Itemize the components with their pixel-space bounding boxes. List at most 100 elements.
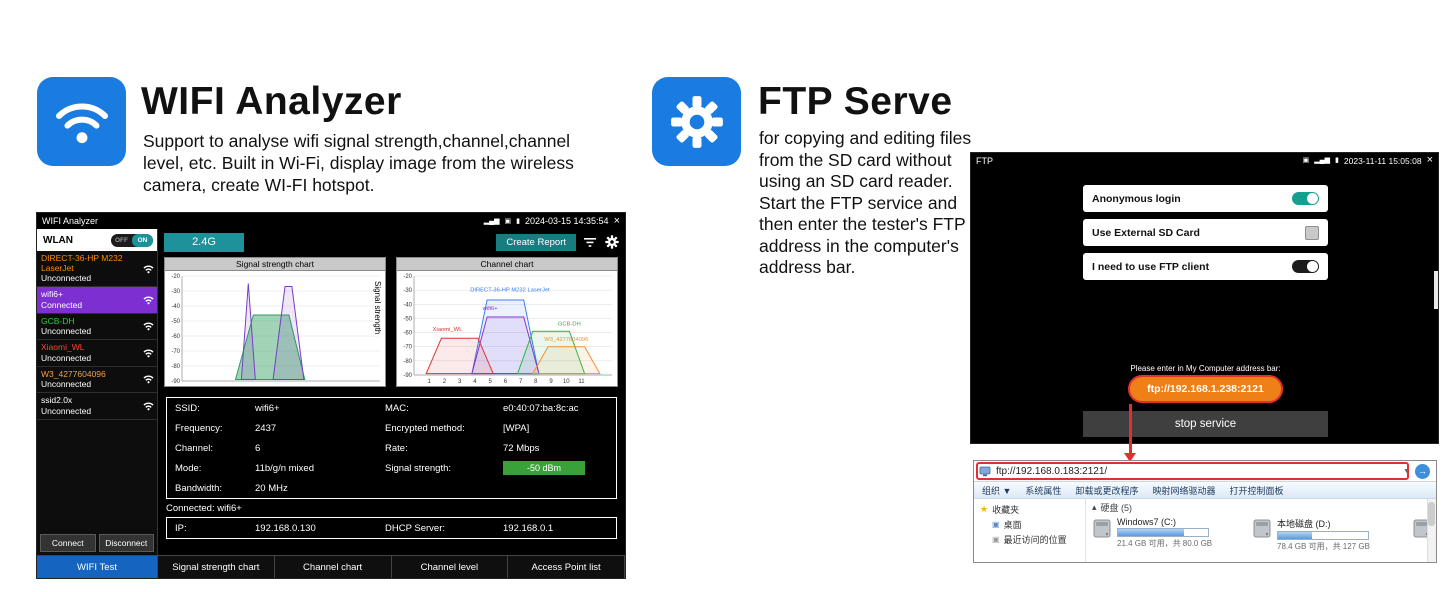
info-value: 2437 xyxy=(255,422,277,434)
wifi-bottom-tabs: WIFI Test Signal strength chart Channel … xyxy=(37,555,625,578)
tab-wifi-test[interactable]: WIFI Test xyxy=(37,556,158,578)
info-value: 20 MHz xyxy=(255,482,288,494)
hard-drive-icon xyxy=(1093,519,1111,538)
section-label: 硬盘 (5) xyxy=(1100,503,1133,513)
desktop-icon: ▣ xyxy=(992,520,1000,529)
toolbar-item-system-properties[interactable]: 系统属性 xyxy=(1025,485,1062,496)
network-ssid: ssid2.0x xyxy=(41,395,73,405)
svg-text:-50: -50 xyxy=(403,316,412,322)
svg-text:-70: -70 xyxy=(171,349,180,355)
svg-text:4: 4 xyxy=(473,379,477,385)
wifi-network-item[interactable]: ssid2.0x Unconnected xyxy=(37,393,157,420)
wifi-feature-description: Support to analyse wifi signal strength,… xyxy=(143,131,574,195)
scrollbar[interactable] xyxy=(1434,271,1438,309)
signal-bars-icon: ▂▄▆ xyxy=(483,217,500,225)
scrollbar-thumb[interactable] xyxy=(1428,502,1435,526)
sidebar-item-recent-places[interactable]: ▣ 最近访问的位置 xyxy=(980,532,1085,547)
toolbar-item-map-drive[interactable]: 映射网络驱动器 xyxy=(1152,485,1216,496)
sidebar-label: 桌面 xyxy=(1003,520,1022,530)
network-status: Unconnected xyxy=(41,326,92,336)
svg-text:8: 8 xyxy=(534,379,538,385)
info-label: Signal strength: xyxy=(385,462,452,474)
svg-text:wifi6+: wifi6+ xyxy=(482,306,499,312)
ip-info-table: IP: 192.168.0.130 DHCP Server: 192.168.0… xyxy=(166,517,617,539)
close-icon[interactable]: × xyxy=(613,214,620,227)
network-status: Unconnected xyxy=(41,405,92,416)
ftp-address-prompt: Please enter in My Computer address bar: xyxy=(1130,364,1281,373)
info-label: Bandwidth: xyxy=(175,482,223,494)
stop-service-button[interactable]: stop service xyxy=(1083,411,1328,437)
filter-icon[interactable] xyxy=(584,237,597,248)
wifi-app-titlebar: WIFI Analyzer ▂▄▆ ▣ ▮ 2024-03-15 14:35:5… xyxy=(37,213,625,229)
collapse-arrow-icon: ▴ xyxy=(1092,502,1097,512)
ftp-feature-description: for copying and editing files from the S… xyxy=(759,128,972,277)
drive-item-c[interactable]: Windows7 (C:) 21.4 GB 可用，共 80.0 GB xyxy=(1092,517,1242,552)
toolbar-item-control-panel[interactable]: 打开控制面板 xyxy=(1229,485,1284,496)
signal-strength-axis-label: Signal strength xyxy=(373,281,382,335)
band-2-4g-tab[interactable]: 2.4G xyxy=(164,232,244,252)
network-ssid: DIRECT-36-HP M232 LaserJet xyxy=(41,253,123,273)
ftp-app-screenshot: FTP ▣ ▂▄▆ ▮ 2023-11-11 15:05:08 × Anonym… xyxy=(970,152,1439,444)
svg-text:-40: -40 xyxy=(403,302,412,308)
go-button[interactable]: → xyxy=(1415,463,1430,479)
ftp-client-toggle[interactable] xyxy=(1292,260,1319,273)
svg-text:W3_4277604096: W3_4277604096 xyxy=(544,337,588,343)
info-value: e0:40:07:ba:8c:ac xyxy=(503,402,579,414)
close-icon[interactable]: × xyxy=(1426,154,1433,166)
wifi-network-item[interactable]: DIRECT-36-HP M232 LaserJet Unconnected xyxy=(37,251,157,287)
scrollbar[interactable] xyxy=(1427,499,1436,562)
anonymous-login-toggle[interactable] xyxy=(1292,192,1319,205)
tab-signal-strength-chart[interactable]: Signal strength chart xyxy=(158,556,275,578)
tab-channel-chart[interactable]: Channel chart xyxy=(275,556,392,578)
ftp-app-title: FTP xyxy=(976,155,993,166)
connect-button[interactable]: Connect xyxy=(40,534,96,552)
tab-channel-level[interactable]: Channel level xyxy=(392,556,509,578)
chevron-down-icon[interactable]: ▼ xyxy=(1403,467,1410,475)
svg-text:3: 3 xyxy=(458,379,462,385)
sidebar-item-desktop[interactable]: ▣ 桌面 xyxy=(980,517,1085,532)
network-ssid: W3_4277604096 xyxy=(41,368,106,379)
wifi-network-item[interactable]: W3_4277604096 Unconnected xyxy=(37,367,157,393)
toolbar-item-uninstall[interactable]: 卸载或更改程序 xyxy=(1075,485,1139,496)
tab-access-point-list[interactable]: Access Point list xyxy=(508,556,625,578)
info-label: Channel: xyxy=(175,442,214,454)
wifi-app-title: WIFI Analyzer xyxy=(42,216,99,226)
svg-text:-60: -60 xyxy=(171,334,180,340)
wifi-icon xyxy=(55,103,108,143)
info-value: 192.168.0.1 xyxy=(503,522,554,534)
gear-icon xyxy=(670,95,723,148)
disconnect-button[interactable]: Disconnect xyxy=(98,534,154,552)
ftp-app-timestamp: 2023-11-11 15:05:08 xyxy=(1343,155,1422,166)
svg-text:-90: -90 xyxy=(403,373,412,379)
wifi-info-table: SSID: wifi6+ MAC: e0:40:07:ba:8c:ac Freq… xyxy=(166,397,617,499)
drive-item-d[interactable]: 本地磁盘 (D:) 78.4 GB 可用，共 127 GB xyxy=(1252,517,1402,552)
wifi-network-item[interactable]: Xiaomi_WL Unconnected xyxy=(37,340,157,367)
sidebar-item-favorites[interactable]: ★ 收藏夹 xyxy=(980,502,1085,517)
network-status: Connected xyxy=(41,299,83,310)
network-status: Unconnected xyxy=(41,379,92,389)
create-report-button[interactable]: Create Report xyxy=(496,233,576,251)
external-sd-checkbox[interactable] xyxy=(1305,225,1319,240)
info-value: wifi6+ xyxy=(255,402,280,414)
svg-text:-80: -80 xyxy=(403,359,412,365)
explorer-file-area: ▴ 硬盘 (5) Windows7 (C:) 21.4 GB 可用，共 80.0… xyxy=(1086,499,1436,562)
wifi-signal-icon xyxy=(143,322,154,331)
svg-text:-50: -50 xyxy=(171,319,180,325)
gear-icon[interactable] xyxy=(605,235,619,249)
hard-disk-section-header[interactable]: ▴ 硬盘 (5) xyxy=(1092,501,1426,514)
explorer-address-bar[interactable]: ftp://192.168.0.183:2121/ ▼ → xyxy=(974,461,1436,482)
network-ssid: wifi6+ xyxy=(41,289,63,299)
wifi-network-item[interactable]: wifi6+ Connected xyxy=(37,287,157,314)
signal-bars-icon: ▂▄▆ xyxy=(1314,157,1331,164)
wifi-signal-icon xyxy=(143,349,154,358)
wifi-network-item[interactable]: GCB-DH Unconnected xyxy=(37,314,157,340)
svg-text:9: 9 xyxy=(549,379,553,385)
network-list: DIRECT-36-HP M232 LaserJet Unconnected w… xyxy=(37,251,157,420)
svg-text:-40: -40 xyxy=(171,304,180,310)
toolbar-item-organize[interactable]: 组织 ▼ xyxy=(982,485,1012,496)
ftp-address-button[interactable]: ftp://192.168.1.238:2121 xyxy=(1128,375,1283,403)
svg-text:5: 5 xyxy=(488,379,492,385)
svg-text:10: 10 xyxy=(563,379,570,385)
wlan-toggle[interactable]: OFF ON xyxy=(111,233,153,247)
